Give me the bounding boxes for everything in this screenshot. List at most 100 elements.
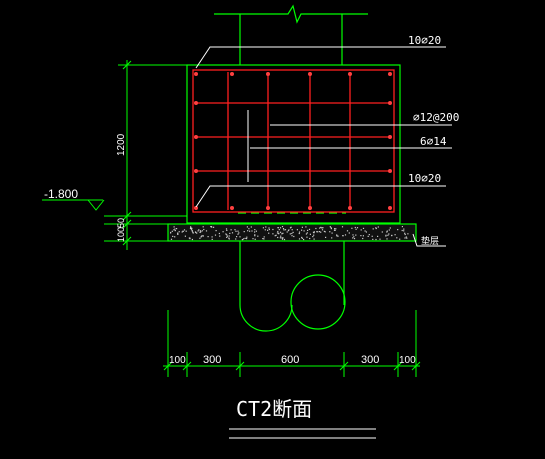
concrete-speckle (283, 229, 285, 231)
concrete-speckle (354, 226, 356, 229)
concrete-speckle (362, 227, 365, 229)
concrete-speckle (225, 228, 228, 230)
concrete-speckle (364, 230, 366, 232)
concrete-speckle (201, 230, 203, 232)
concrete-speckle (292, 231, 294, 233)
concrete-speckle (346, 230, 349, 232)
concrete-speckle (250, 226, 252, 228)
concrete-speckle (226, 236, 228, 238)
concrete-speckle (306, 236, 308, 238)
concrete-speckle (306, 232, 308, 234)
dim-left-edge: 100 (169, 355, 186, 366)
concrete-speckle (396, 237, 398, 239)
concrete-speckle (355, 234, 357, 236)
concrete-speckle (235, 238, 237, 240)
concrete-speckle (254, 229, 256, 231)
concrete-speckle (334, 228, 336, 230)
concrete-speckle (218, 232, 220, 235)
concrete-speckle (226, 229, 228, 231)
concrete-speckle (388, 233, 390, 235)
rebar-dot (388, 72, 392, 76)
concrete-speckle (257, 235, 259, 237)
concrete-speckle (372, 238, 374, 240)
concrete-speckle (320, 226, 322, 228)
column (214, 4, 368, 65)
concrete-speckle (394, 234, 396, 236)
concrete-speckle (375, 227, 377, 230)
concrete-speckle (403, 230, 405, 232)
concrete-speckle (313, 231, 315, 233)
concrete-speckle (195, 231, 197, 234)
concrete-speckle (241, 239, 243, 241)
dim-right-edge: 100 (399, 355, 416, 366)
dim-center: 600 (281, 354, 299, 366)
concrete-speckle (351, 227, 353, 229)
concrete-speckle (173, 229, 175, 231)
bedding-dim: 100 (116, 227, 126, 242)
concrete-speckle (237, 230, 239, 232)
concrete-speckle (263, 238, 265, 240)
concrete-speckle (401, 226, 403, 228)
concrete-speckle (301, 229, 303, 231)
concrete-speckle (323, 230, 325, 232)
concrete-speckle (288, 229, 290, 231)
drawing-title: CT2断面 (236, 397, 312, 421)
concrete-speckle (174, 230, 176, 232)
concrete-speckle (228, 238, 230, 240)
concrete-speckle (404, 237, 406, 239)
rebar-dot (266, 72, 270, 76)
concrete-speckle (173, 226, 175, 228)
concrete-speckle (191, 230, 193, 232)
concrete-speckle (278, 233, 280, 235)
concrete-speckle (229, 232, 231, 234)
bedding-label: 垫层 (421, 235, 439, 247)
concrete-speckle (254, 238, 256, 240)
concrete-speckle (280, 231, 282, 233)
concrete-speckle (268, 228, 270, 231)
concrete-speckle (296, 229, 298, 231)
concrete-speckle (199, 231, 201, 233)
concrete-speckle (185, 230, 187, 232)
rebar-dot (348, 72, 352, 76)
concrete-speckle (360, 235, 362, 237)
concrete-speckle (219, 235, 221, 237)
concrete-speckle (211, 236, 213, 238)
concrete-speckle (331, 232, 333, 234)
concrete-speckle (377, 226, 379, 228)
concrete-speckle (254, 235, 256, 237)
concrete-speckle (313, 234, 315, 236)
concrete-speckle (330, 228, 332, 230)
elevation-mark (42, 199, 105, 211)
concrete-speckle (385, 235, 387, 237)
concrete-speckle (210, 226, 212, 228)
concrete-speckle (284, 229, 287, 231)
dim-left: 300 (203, 354, 221, 366)
concrete-speckle (312, 236, 314, 238)
horizontal-dimension-lines (163, 310, 421, 377)
concrete-speckle (335, 228, 337, 230)
concrete-speckle (298, 232, 300, 235)
concrete-speckle (203, 228, 205, 231)
title-underline (229, 428, 376, 439)
concrete-speckle (184, 235, 186, 237)
concrete-speckle (183, 229, 186, 231)
vertical-dimension-lines (104, 60, 187, 250)
concrete-speckle (317, 231, 319, 233)
concrete-speckle (325, 236, 327, 238)
concrete-speckle (236, 236, 238, 238)
concrete-speckle (399, 238, 401, 240)
concrete-speckle (244, 237, 246, 239)
concrete-speckle (189, 227, 192, 230)
concrete-speckle (170, 231, 172, 234)
concrete-speckle (202, 235, 204, 237)
concrete-speckle (404, 233, 406, 236)
concrete-speckle (307, 229, 309, 231)
concrete-speckle (275, 234, 277, 236)
leaders (195, 46, 452, 247)
bedding-layer (167, 223, 417, 242)
concrete-speckle (242, 238, 245, 240)
concrete-speckle (178, 231, 180, 233)
concrete-speckle (356, 227, 359, 229)
concrete-speckle (316, 231, 318, 233)
concrete-speckle (353, 238, 356, 240)
